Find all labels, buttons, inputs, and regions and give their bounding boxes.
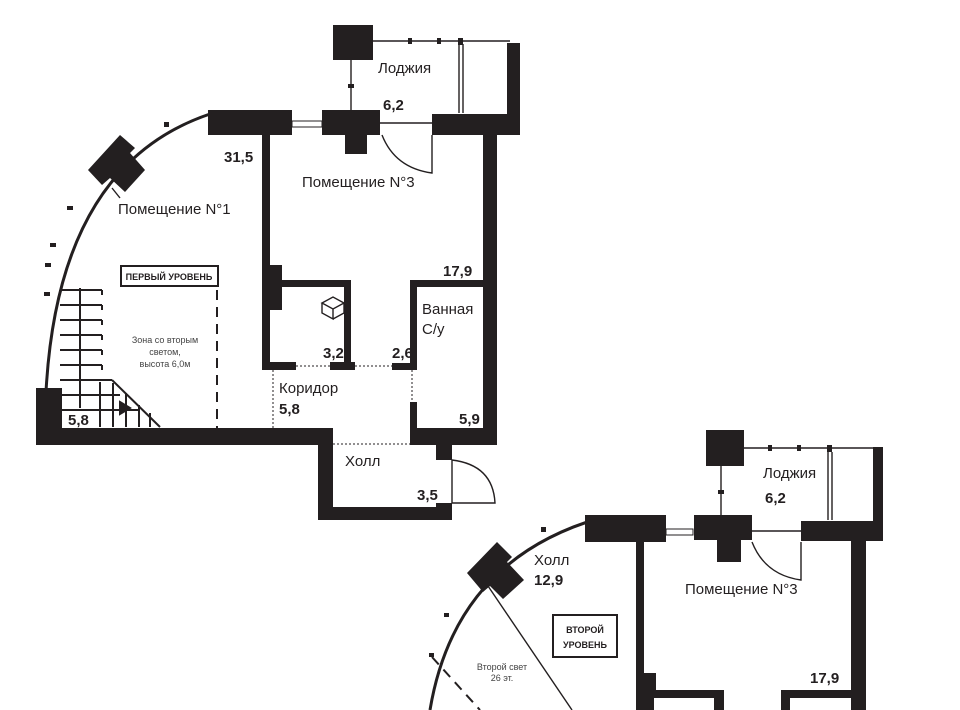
note-line: высота 6,0м [140,359,191,369]
bath-area: 5,9 [459,411,480,428]
wc-label: С/у [422,321,445,338]
facade-column [88,135,145,192]
level-1-badge [120,265,219,287]
loggia-column [333,25,373,60]
note-line: Второй свет [477,662,527,672]
note-line: Зона со вторым [132,335,198,345]
wall [208,110,292,135]
loggia-label: Лоджия [763,465,816,482]
room1-label: Помещение N°1 [118,201,231,218]
level-1-badge-text: ПЕРВЫЙ УРОВЕНЬ [126,271,213,282]
entrance-door[interactable] [451,459,496,504]
room3-label: Помещение N°3 [685,581,798,598]
hall-area: 3,5 [417,487,438,504]
storage-area: 3,2 [323,345,344,362]
hall-area: 12,9 [534,572,563,589]
hall-label: Холл [345,453,380,470]
curved-facade-wall [44,112,211,393]
stairs [59,288,161,428]
level-2-plan: ВТОРОЙ УРОВЕНЬ Холл 12,9 Помещение N°3 1… [428,430,883,710]
level-2-badge-text: УРОВЕНЬ [563,640,607,650]
room3-area: 17,9 [443,263,472,280]
room1-area: 31,5 [224,149,253,166]
level-2-badge-text: ВТОРОЙ [566,624,604,635]
loggia-area: 6,2 [383,97,404,114]
window [665,528,694,536]
window [291,120,323,128]
stairs-area: 5,8 [68,412,89,429]
loggia-column [706,430,744,466]
bath-extra-area: 2,6 [392,345,413,362]
corridor-area: 5,8 [279,401,300,418]
corridor-label: Коридор [279,380,338,397]
loggia-door[interactable] [751,541,802,581]
loggia-area: 6,2 [765,490,786,507]
loggia-door[interactable] [381,134,433,174]
bath-label: Ванная [422,301,473,318]
note-line: светом, [149,347,181,357]
loggia-label: Лоджия [378,60,431,77]
level-1-plan: ПЕРВЫЙ УРОВЕНЬ 31,5 Помещение N°1 Помеще… [36,25,520,520]
facade-column [467,542,524,599]
note-line: 26 эт. [491,673,514,683]
facade-mullions [44,122,169,296]
room3-label: Помещение N°3 [302,174,415,191]
level-2-badge [552,614,618,658]
storage-box-icon [320,296,346,321]
room3-area: 17,9 [810,670,839,687]
hall-label: Холл [534,552,569,569]
